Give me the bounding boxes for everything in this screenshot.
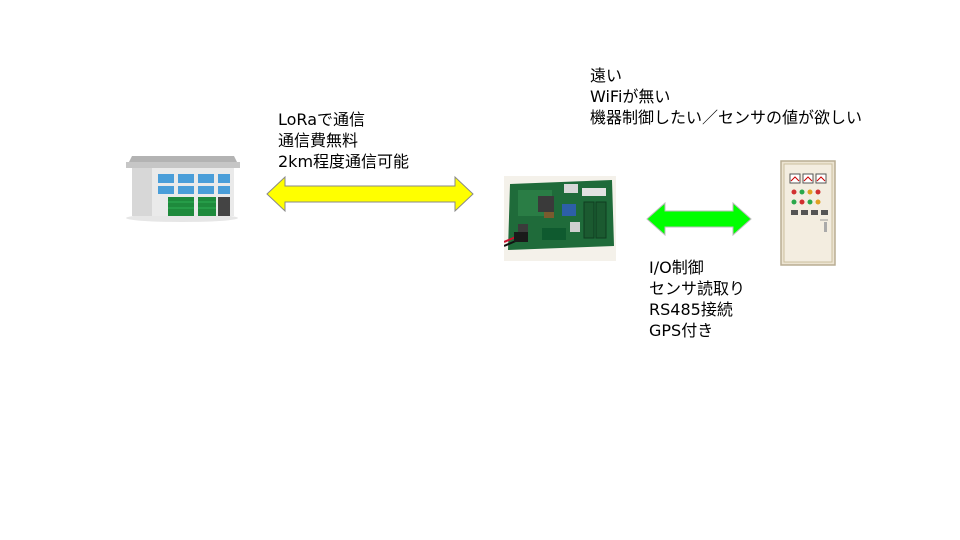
site-line-1: 遠い <box>590 66 623 85</box>
lora-controller-board <box>504 176 616 261</box>
lora-line-1: LoRaで通信 <box>278 110 365 129</box>
lora-link-arrow <box>266 175 474 213</box>
lora-line-3: 2km程度通信可能 <box>278 152 410 171</box>
feature-line-1: I/O制御 <box>649 258 704 277</box>
feature-line-3: RS485接続 <box>649 300 733 319</box>
io-arrow-shape <box>646 202 752 236</box>
control-panel-cabinet-icon <box>780 160 836 266</box>
feature-line-2: センサ読取り <box>649 279 746 298</box>
site-line-2: WiFiが無い <box>590 87 671 106</box>
feature-line-4: GPS付き <box>649 321 714 340</box>
site-line-3: 機器制御したい／センサの値が欲しい <box>590 108 863 127</box>
io-link-arrow <box>646 202 752 236</box>
lora-link-description: LoRaで通信 通信費無料 2km程度通信可能 <box>278 109 409 172</box>
lora-arrow-shape <box>266 175 474 213</box>
office-building-icon <box>126 156 240 222</box>
device-features-list: I/O制御 センサ読取り RS485接続 GPS付き <box>649 257 745 341</box>
lora-line-2: 通信費無料 <box>278 131 359 150</box>
remote-site-description: 遠い WiFiが無い 機器制御したい／センサの値が欲しい <box>590 65 862 128</box>
